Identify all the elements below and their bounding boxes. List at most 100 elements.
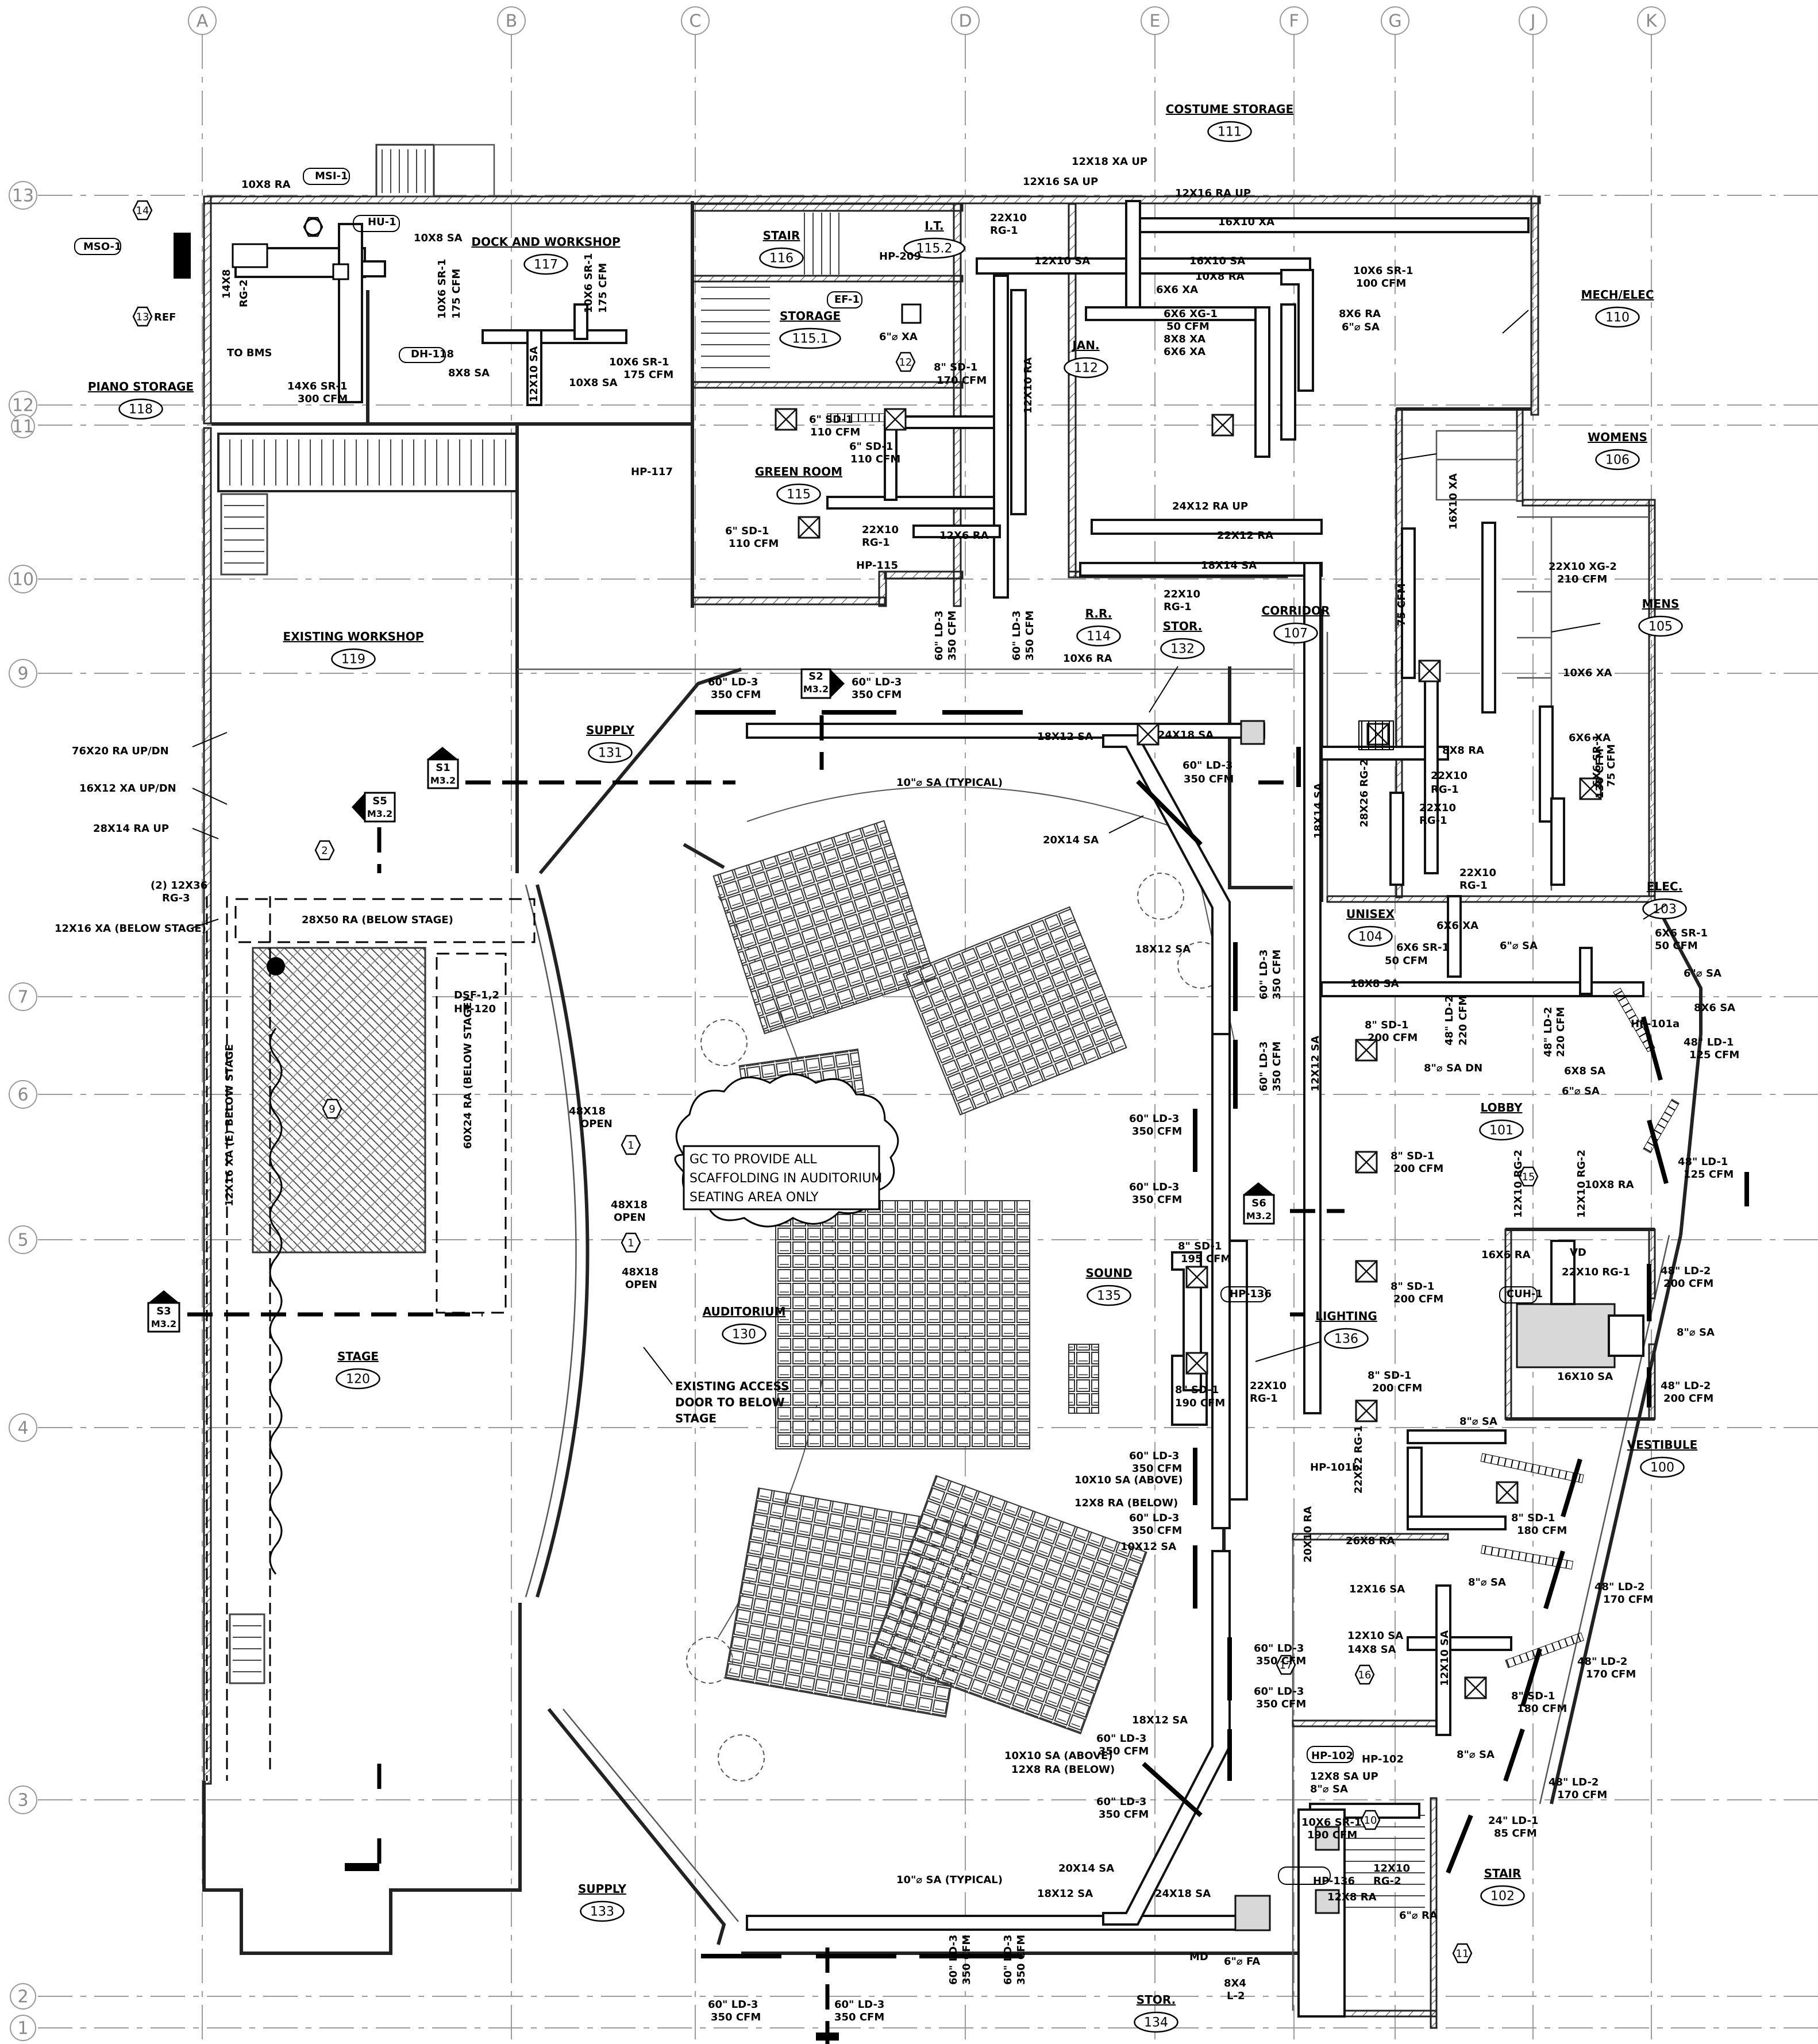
duct-label: 8" SD-1	[1365, 1019, 1408, 1031]
grid-bubble-e: E	[1141, 6, 1169, 35]
room-name: STAIR	[1484, 1866, 1522, 1880]
svg-text:HP-115: HP-115	[856, 560, 898, 572]
room-name: STORAGE	[780, 309, 841, 323]
duct-label: 28X14 RA UP	[93, 823, 169, 835]
duct-label: 22X10	[990, 212, 1027, 224]
duct-label: 22X10	[862, 524, 899, 536]
duct-label: 60" LD-3	[1258, 950, 1270, 1000]
duct-label: 48" LD-1	[1684, 1036, 1734, 1048]
svg-text:C: C	[690, 11, 702, 32]
room-number: 100	[1650, 1461, 1674, 1475]
keynote-16: 16	[1354, 1664, 1375, 1685]
duct-label: 6"⌀ SA	[1500, 940, 1538, 952]
duct-label: 350 CFM	[961, 1935, 973, 1985]
duct-label: 10X6 SR-1	[609, 356, 669, 368]
section-marker-s6: S6 M3.2	[1243, 1182, 1275, 1225]
room-number: 114	[1087, 630, 1111, 644]
svg-text:14: 14	[136, 205, 149, 217]
duct-label: 110 CFM	[729, 538, 779, 550]
duct-label: 350 CFM	[1184, 773, 1234, 785]
svg-text:13: 13	[136, 311, 149, 323]
duct-label: 60" LD-3	[1129, 1113, 1179, 1125]
duct-label: 60" LD-3	[834, 1999, 884, 2011]
duct-label: 350 CFM	[1099, 1808, 1149, 1821]
duct-label: 175 CFM	[450, 269, 463, 319]
grid-bubble-j: J	[1519, 6, 1547, 35]
room-number: 115.2	[916, 242, 953, 256]
duct-label: 6"⌀ SA	[1342, 321, 1380, 333]
duct-label: 200 CFM	[1663, 1393, 1713, 1405]
duct-label: 60" LD-3	[708, 1999, 758, 2011]
svg-text:M3.2: M3.2	[367, 808, 392, 819]
room-name: R.R.	[1085, 607, 1112, 620]
duct-label: 350 CFM	[1015, 1935, 1027, 1985]
duct-label: 60" LD-3	[852, 676, 902, 688]
duct-label: 8"⌀ SA DN	[1424, 1062, 1482, 1074]
duct-label: 190 CFM	[1175, 1397, 1225, 1409]
duct-label: 8X4	[1224, 1977, 1246, 1989]
duct-label: 60" LD-3	[1011, 611, 1023, 661]
duct-label: 10"⌀ SA (TYPICAL)	[896, 1874, 1003, 1886]
svg-text:M3.2: M3.2	[430, 775, 456, 786]
duct-label: 22X12 RA	[1217, 530, 1273, 542]
duct-label: 10"⌀ SA (TYPICAL)	[896, 777, 1003, 789]
room-number: 115.1	[792, 332, 829, 346]
svg-text:DSF-1,2: DSF-1,2	[454, 989, 499, 1001]
keynote-17: 17	[1276, 1655, 1296, 1675]
room-name: PIANO STORAGE	[88, 380, 194, 394]
grid-bubble-7: 7	[9, 982, 37, 1011]
duct-label: 125 CFM	[1689, 1049, 1739, 1061]
duct-label: 6X6 SR-1	[1591, 734, 1603, 787]
grid-bubble-6: 6	[9, 1080, 37, 1109]
duct-label: 12X10 SA	[1439, 1630, 1451, 1686]
duct-label: 22X10	[1419, 802, 1456, 814]
keynote-12: 12	[895, 352, 916, 372]
room-number: 117	[534, 258, 558, 272]
duct-label: 24" LD-1	[1488, 1815, 1538, 1827]
duct-label: 12X10 SA	[528, 346, 540, 402]
duct-label: 12X6 RA	[939, 530, 989, 542]
duct-label: 350 CFM	[1024, 611, 1036, 661]
svg-text:S5: S5	[372, 795, 387, 807]
duct-label: 14X6 SR-1	[287, 380, 348, 392]
svg-text:SCAFFOLDING IN AUDITORIUM: SCAFFOLDING IN AUDITORIUM	[690, 1171, 882, 1186]
duct-label: 8" SD-1	[1368, 1370, 1411, 1382]
svg-text:9: 9	[17, 664, 28, 684]
duct-label: 10X8 SA	[414, 232, 463, 244]
room-name: I.T.	[925, 219, 943, 233]
room-name: MECH/ELEC	[1581, 288, 1654, 302]
svg-text:SEATING AREA ONLY: SEATING AREA ONLY	[690, 1190, 819, 1205]
keynote-11: 11	[1452, 1943, 1473, 1964]
duct-label: (2) 12X36	[151, 880, 207, 892]
duct-label: 220 CFM	[1457, 996, 1469, 1046]
duct-label: 6"⌀ SA	[1562, 1085, 1600, 1097]
duct-label: 200 CFM	[1393, 1163, 1443, 1175]
duct-label: 16X10 XA	[1218, 216, 1274, 228]
duct-label: 18X8 SA	[1350, 978, 1399, 990]
section-marker-s2: S2 M3.2	[800, 668, 845, 699]
duct-label: 12X10 SA	[1034, 255, 1090, 267]
duct-label: 10X6 XA	[1563, 667, 1612, 679]
duct-label: 16X6 RA	[1481, 1249, 1531, 1261]
svg-text:EXISTING ACCESS: EXISTING ACCESS	[675, 1379, 789, 1393]
svg-text:HP-120: HP-120	[454, 1003, 496, 1015]
duct-label: 8"⌀ SA	[1468, 1576, 1506, 1588]
svg-text:HP-136: HP-136	[1230, 1288, 1272, 1300]
room-name: DOCK AND WORKSHOP	[471, 235, 620, 249]
grid-bubble-b: B	[497, 6, 526, 35]
duct-label: 12X8 RA	[1327, 1891, 1377, 1903]
duct-label: 50 CFM	[1385, 955, 1428, 967]
duct-label: 22X10 RG-1	[1562, 1266, 1630, 1278]
duct-label: 8" SD-1	[1175, 1384, 1219, 1396]
duct-label: 10X6 SR-1	[583, 253, 595, 313]
duct-label: 300 CFM	[298, 393, 348, 405]
room-name: VESTIBULE	[1627, 1438, 1698, 1452]
duct-label: 18X12 SA	[1037, 1888, 1093, 1900]
duct-label: 170 CFM	[1603, 1594, 1653, 1606]
room-name: STOR.	[1163, 619, 1202, 633]
